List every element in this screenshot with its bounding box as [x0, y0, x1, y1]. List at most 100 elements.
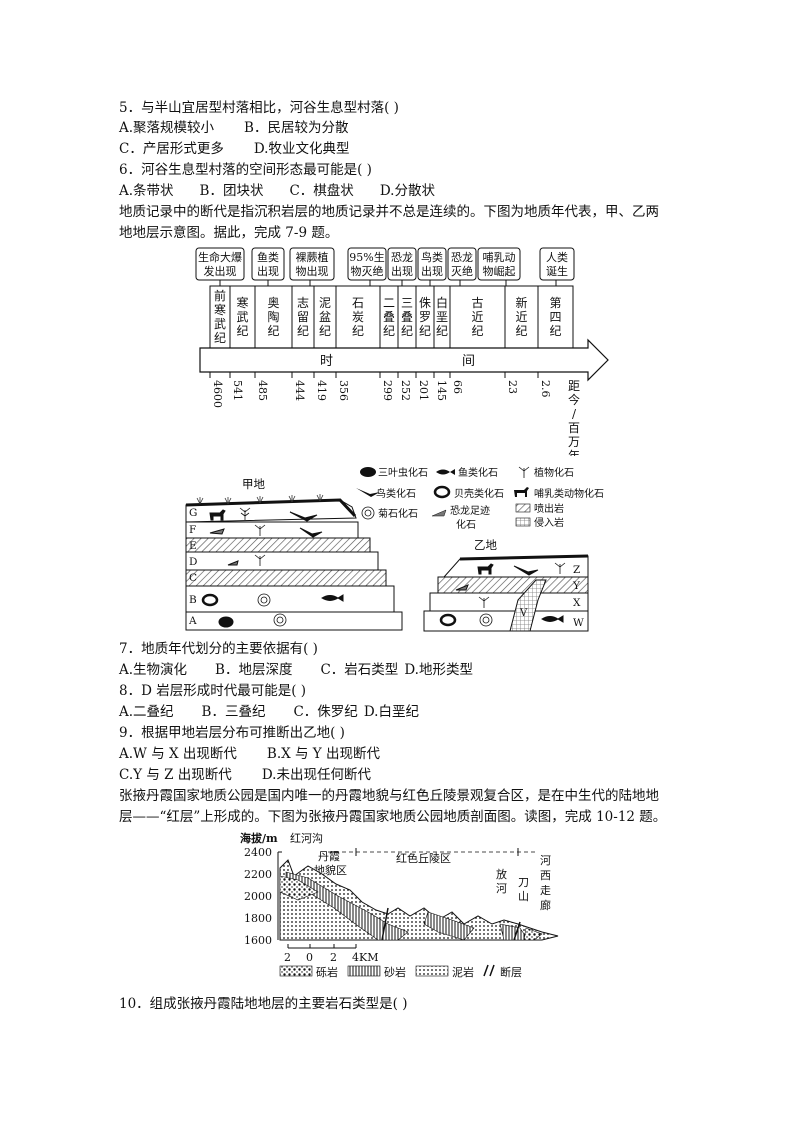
period-char: 纪 [383, 324, 395, 338]
period-char: 纪 [401, 324, 413, 338]
period-char: 叠 [383, 310, 395, 324]
legend-dino-line1: 恐龙足迹 [450, 504, 490, 517]
plant-icon [254, 524, 266, 536]
period-char: 武 [236, 310, 248, 324]
plant-icon [478, 596, 490, 608]
tick-label: 145 [435, 380, 448, 401]
event-text: 95%生 [349, 250, 384, 264]
event-text: 鱼类 [257, 250, 279, 264]
jia-layer-letter: C [189, 572, 197, 584]
period-char: 二 [383, 296, 395, 310]
extrusive-swatch [515, 503, 531, 513]
mammal-icon [514, 487, 529, 497]
unit-char: 百 [568, 421, 580, 435]
hexi-char: 廊 [540, 898, 551, 912]
period-char: 纪 [214, 331, 226, 345]
ammonite-icon [361, 506, 375, 520]
period-char: 寒 [214, 302, 226, 317]
period-char: 泥 [319, 296, 331, 310]
period-cell: 泥盆纪 [313, 285, 337, 349]
period-char: 纪 [471, 324, 483, 338]
dino-footprint-icon [431, 509, 447, 517]
period-cell: 志留纪 [291, 285, 315, 349]
event-text: 物灭绝 [351, 264, 384, 278]
event-text: 恐龙 [451, 251, 473, 264]
q9-option-c: C.Y 与 Z 出现断代 [119, 767, 232, 783]
period-char: 纪 [319, 324, 331, 338]
profile-conglomerate-band [523, 927, 543, 941]
profile-ytick: 1800 [244, 912, 272, 925]
event-text: 灭绝 [451, 264, 473, 278]
q5-option-b: B．民居较为分散 [244, 120, 349, 136]
jia-fossils [201, 507, 344, 628]
period-cell: 新近纪 [504, 285, 539, 349]
q9-option-a: A.W 与 X 出现断代 [119, 746, 237, 762]
period-cell: 奥陶纪 [254, 285, 293, 349]
dino-footprint-icon [209, 528, 225, 535]
period-cell: 白垩纪 [433, 285, 451, 349]
profile-ytick: 1600 [244, 934, 272, 947]
tick-label: 4600 [211, 380, 224, 408]
shell-icon [433, 485, 451, 499]
unit-char: / [572, 407, 577, 421]
event-text: 出现 [391, 264, 413, 278]
bird-icon [289, 511, 318, 522]
period-char: 纪 [267, 324, 279, 338]
jia-layer-letter: F [189, 524, 196, 536]
period-char: 纪 [419, 324, 431, 338]
strata-legend: 三叶虫化石 鱼类化石 植物化石 鸟类化石 贝壳类化石 哺乳类动物化石 菊石化石 … [356, 466, 604, 531]
scale-label: 2 [284, 951, 291, 964]
mammal-icon [477, 563, 494, 575]
q7-option-c: C．岩石类型 [320, 662, 399, 678]
q5-option-d: D.牧业文化典型 [253, 141, 350, 157]
timeline-tick: 356 [335, 372, 350, 401]
yi-layer-letter: X [573, 597, 581, 609]
profile-label-he: 河 [496, 882, 507, 895]
profile-ytick: 2400 [244, 846, 272, 859]
sandstone-swatch [347, 965, 381, 977]
period-cell: 古近纪 [449, 285, 506, 349]
tick-label: 356 [337, 380, 350, 401]
shell-icon [439, 613, 457, 627]
yi-intrusion [509, 579, 547, 632]
unit-char: 距 [568, 379, 580, 393]
timeline-tick: 444 [291, 372, 306, 401]
tick-label: 23 [506, 380, 519, 394]
plant-icon [254, 554, 266, 566]
profile-sandstone-band [423, 911, 475, 941]
legend-fish: 鱼类化石 [458, 466, 498, 479]
intro-10-12-line1: 张掖丹霞国家地质公园是国内唯一的丹霞地貌与红色丘陵景观复合区，是在中生代的陆地地 [119, 788, 659, 804]
period-cell: 第四纪 [537, 285, 574, 349]
period-char: 纪 [297, 324, 309, 338]
period-char: 纪 [236, 324, 248, 338]
mammal-icon [209, 509, 226, 521]
period-char: 白 [436, 295, 448, 310]
period-char: 纪 [515, 324, 527, 338]
period-cell: 寒武纪 [229, 285, 256, 349]
timeline-tick: 145 [433, 372, 448, 401]
bird-icon [299, 527, 323, 538]
period-char: 奥 [267, 296, 279, 310]
legend-dino-line2: 化石 [456, 518, 476, 531]
scale-label: 2 [330, 951, 337, 964]
event-text: 哺乳动 [483, 251, 516, 264]
event-text: 出现 [421, 264, 443, 278]
trilobite-icon [360, 467, 376, 477]
legend-ammonite: 菊石化石 [378, 507, 418, 520]
unit-char: 年 [568, 449, 580, 456]
legend-fault: 断层 [500, 965, 522, 979]
period-char: 石 [352, 296, 364, 310]
